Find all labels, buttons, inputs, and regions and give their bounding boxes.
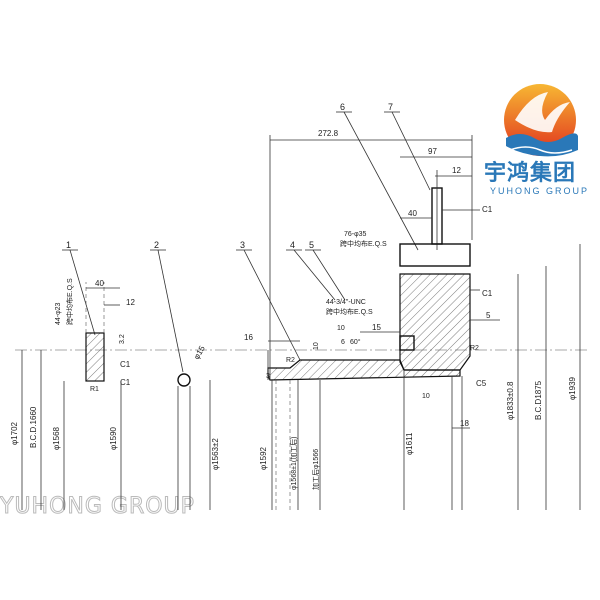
- part-6-plate: [399, 243, 471, 267]
- dim-phi1568-machined: φ1568±1(加工后): [289, 436, 298, 490]
- holes-76-note: 跨中均布E.Q.S: [340, 239, 387, 248]
- company-logo: 宇鸿集团 YUHONG GROUP: [484, 84, 589, 196]
- surface-3-2: 3.2: [119, 334, 126, 344]
- chamfer-c1-stud: C1: [482, 205, 493, 214]
- dim-10-body: 10: [313, 342, 320, 350]
- logo-name-cn: 宇鸿集团: [484, 160, 576, 186]
- dim-phi1833: φ1833±0.8: [506, 381, 515, 420]
- balloon-3: 3: [240, 240, 245, 250]
- dim-10-thread: 10: [337, 325, 345, 332]
- dim-6: 6: [341, 339, 345, 346]
- dim-97: 97: [428, 147, 437, 156]
- dim-12-upper: 12: [452, 166, 461, 175]
- part-balloons: 1 2 3 4 5 6 7: [62, 102, 431, 373]
- dim-phi1939: φ1939: [568, 376, 577, 400]
- dim-3: 3: [266, 373, 270, 380]
- radius-r2-a: R2: [286, 357, 295, 364]
- balloon-7: 7: [388, 102, 393, 112]
- holes-44-unc: 44-3/4"-UNC: [326, 299, 366, 306]
- angle-60: 60°: [350, 338, 361, 346]
- dim-bcd1875: B.C.D1875: [534, 380, 543, 420]
- part-2-view: φ15 φ1563±2: [177, 344, 220, 510]
- part-3-view: 16 R2 10 3 φ1592 φ1568±1(加工后) 加工后φ1566: [244, 333, 461, 510]
- dim-15: 15: [372, 323, 381, 332]
- dim-phi1592: φ1592: [259, 446, 268, 470]
- dim-phi1702: φ1702: [10, 421, 19, 445]
- logo-bird-icon: [515, 92, 570, 133]
- chamfer-c1-flange: C1: [482, 289, 493, 298]
- dim-bcd1660: B.C.D.1660: [29, 406, 38, 448]
- holes-44-phi23: 44-φ23: [55, 302, 62, 325]
- dim-18: 18: [460, 419, 469, 428]
- balloon-2: 2: [154, 240, 159, 250]
- dim-phi1611: φ1611: [405, 432, 414, 455]
- dim-5: 5: [486, 311, 491, 320]
- watermark-text: YUHONG GROUP: [0, 494, 195, 519]
- logo-name-en: YUHONG GROUP: [490, 186, 589, 196]
- balloon-6: 6: [340, 102, 345, 112]
- part-1-section: [85, 332, 105, 382]
- part-2-ring-section: [177, 373, 191, 387]
- dim-phi1590: φ1590: [109, 426, 118, 450]
- dim-40-upper: 40: [408, 209, 417, 218]
- dim-12-part1: 12: [126, 298, 135, 307]
- radius-r1: R1: [90, 386, 99, 393]
- part-5-flange-section: [399, 273, 471, 371]
- dim-phi1566-machined: 加工后φ1566: [311, 449, 320, 490]
- balloon-5: 5: [309, 240, 314, 250]
- dim-16: 16: [244, 333, 253, 342]
- logo-wave-icon: [506, 133, 578, 157]
- chamfer-c5: C5: [476, 379, 487, 388]
- balloon-4: 4: [290, 240, 295, 250]
- radius-r2-b: R2: [470, 345, 479, 352]
- bolt-hole: [399, 335, 415, 351]
- part-6-7-view: 272.8 97 12 C1 40 76-φ35 跨中均布E.Q.S C1 5 …: [269, 129, 581, 510]
- dim-phi15: φ15: [192, 344, 207, 361]
- holes-76-phi35: 76-φ35: [344, 231, 367, 238]
- balloon-1: 1: [66, 240, 71, 250]
- holes-44-note: 跨中均布E.Q.S: [65, 278, 74, 325]
- dim-phi1563: φ1563±2: [211, 438, 220, 470]
- chamfer-c1-b: C1: [120, 378, 131, 387]
- dim-272-8: 272.8: [318, 129, 339, 138]
- part-1-view: 40 12 44-φ23 跨中均布E.Q.S 3.2 C1 C1 R1 φ170…: [10, 278, 590, 510]
- dim-10-lower: 10: [422, 393, 430, 400]
- chamfer-c1-a: C1: [120, 360, 131, 369]
- dim-phi1568: φ1568: [52, 426, 61, 450]
- holes-44-unc-note: 跨中均布E.Q.S: [326, 307, 373, 316]
- dim-40-part1: 40: [95, 279, 104, 288]
